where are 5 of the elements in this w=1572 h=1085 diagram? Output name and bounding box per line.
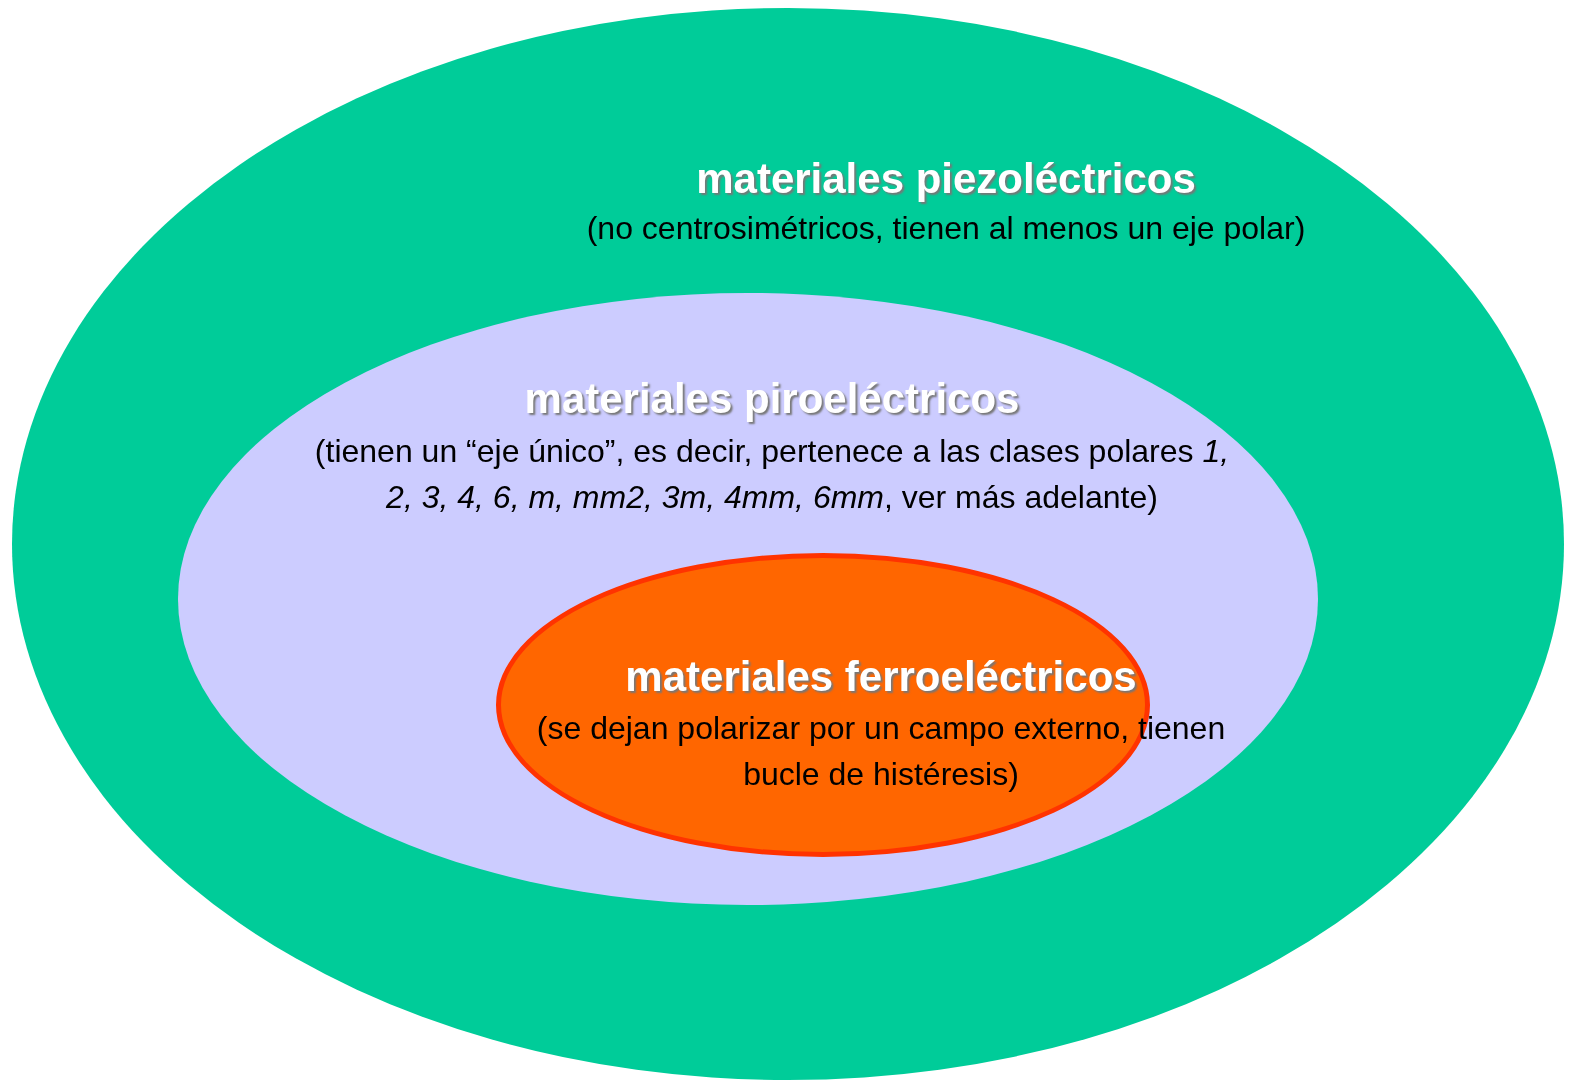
set-heading: materiales piroeléctricos: [523, 375, 1021, 423]
set-description: (tienen un “eje único”, es decir, pertenece a las clases polares 1, 2, 3, 4, 6, m, mm2, 3m, 4mm, 6mm, ver más adelante): [313, 432, 1231, 517]
set-heading: materiales ferroeléctricos: [624, 653, 1138, 701]
set-description: (no centrosimétricos, tienen al menos un eje polar): [585, 209, 1307, 248]
set-heading: materiales piezoléctricos: [695, 155, 1197, 203]
